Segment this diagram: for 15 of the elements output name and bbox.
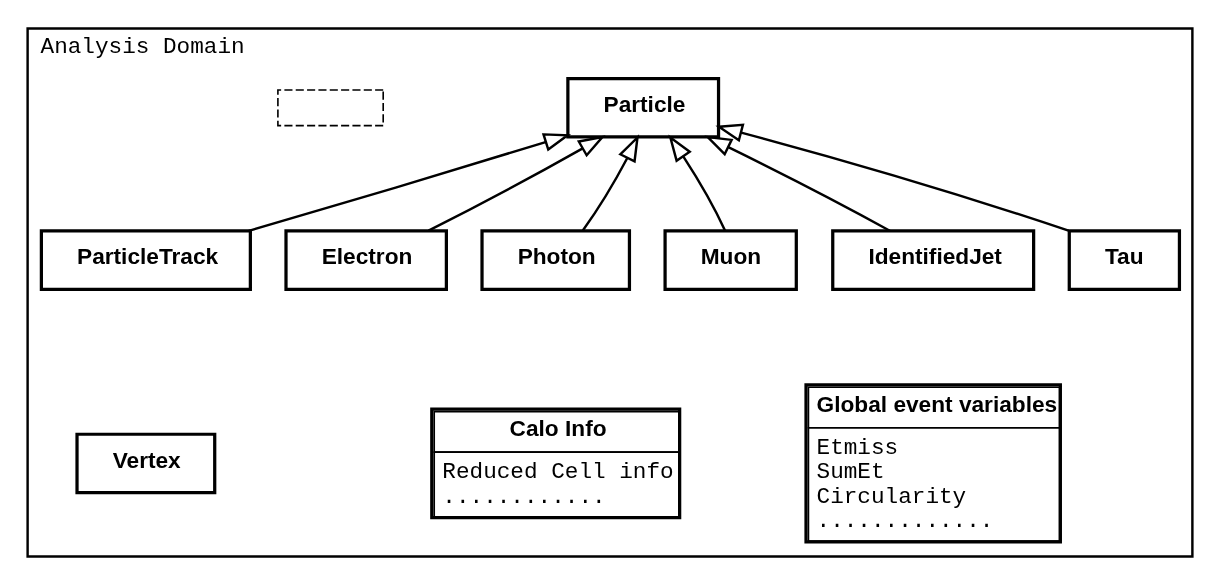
- arrow: [668, 134, 727, 232]
- arrow: [715, 123, 1069, 232]
- node-box: Vertex: [75, 432, 217, 495]
- node-box: Photon: [480, 229, 632, 291]
- arrow: [248, 133, 572, 233]
- node-box: ParticleTrack: [39, 229, 252, 291]
- arrow: [428, 135, 606, 232]
- node-box: [277, 89, 384, 127]
- node-box: Electron: [284, 229, 448, 291]
- node-box: Tau: [1067, 229, 1182, 291]
- node-box: Particle: [566, 77, 721, 139]
- arrow: [704, 135, 891, 232]
- arrow: [581, 134, 640, 232]
- node-box: IdentifiedJet: [831, 229, 1036, 291]
- node-box: Muon: [663, 229, 798, 291]
